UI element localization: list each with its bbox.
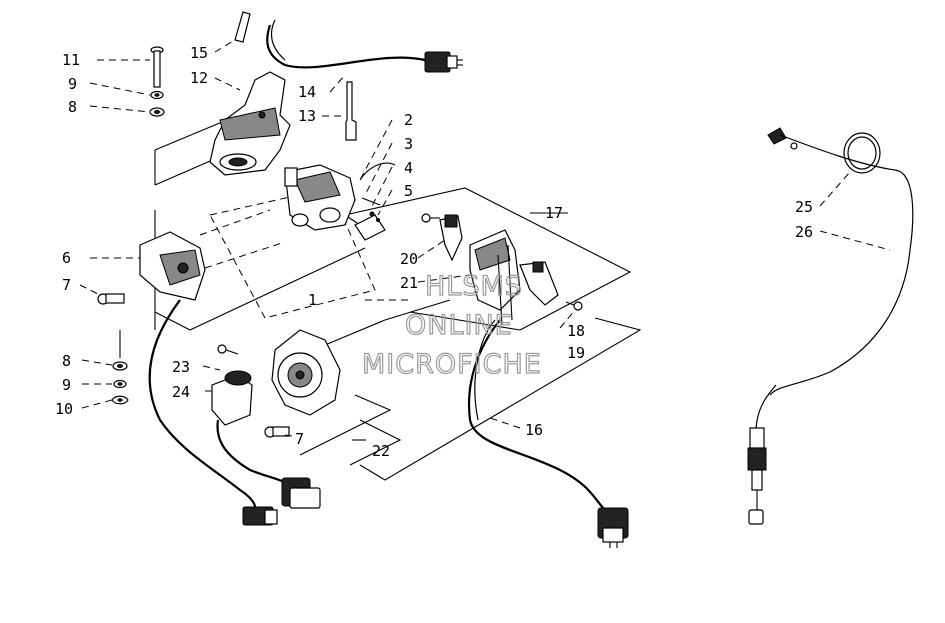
- watermark-line-3: MICROFICHE: [362, 349, 542, 380]
- callout-18: 18: [567, 322, 585, 340]
- callout-2: 2: [404, 111, 413, 129]
- callout-26: 26: [795, 223, 813, 241]
- callout-17: 17: [545, 204, 563, 222]
- washer-9-top: [150, 90, 164, 100]
- callout-23: 23: [172, 358, 190, 376]
- washer-8-top: [149, 107, 165, 117]
- bolt-7-lower: [264, 426, 290, 438]
- callout-9-top: 9: [68, 75, 77, 93]
- housing-22: [271, 329, 341, 416]
- screw-23: [217, 344, 239, 355]
- bracket-12: [209, 71, 291, 176]
- callout-6: 6: [62, 249, 71, 267]
- pin-15: [234, 11, 251, 43]
- callout-3: 3: [404, 135, 413, 153]
- bolt-11: [150, 46, 164, 88]
- callout-21: 21: [400, 274, 418, 292]
- harness-14: [266, 19, 463, 73]
- plate-5: [354, 211, 386, 241]
- callout-20: 20: [400, 250, 418, 268]
- cover-3: [359, 162, 396, 206]
- callout-5: 5: [404, 182, 413, 200]
- callout-13: 13: [298, 107, 316, 125]
- callout-11: 11: [62, 51, 80, 69]
- callout-8-top: 8: [68, 98, 77, 116]
- callout-19: 19: [567, 344, 585, 362]
- assembly-box-19: [324, 299, 642, 481]
- bolt-7-left: [97, 293, 125, 305]
- callout-1: 1: [308, 291, 317, 309]
- cable-26: [747, 127, 914, 525]
- watermark: HLSMS ONLINE MICROFICHE: [361, 270, 542, 380]
- callout-7-lower: 7: [295, 430, 304, 448]
- clip-13: [345, 81, 357, 141]
- callout-24: 24: [172, 383, 190, 401]
- callout-12: 12: [190, 69, 208, 87]
- callout-15: 15: [190, 44, 208, 62]
- callout-9-lower: 9: [62, 376, 71, 394]
- housing-17: [439, 214, 559, 326]
- watermark-line-2: ONLINE: [405, 310, 513, 341]
- leaders: [79, 39, 891, 437]
- assembly-box-22: [299, 394, 402, 466]
- callout-7-left: 7: [62, 276, 71, 294]
- callout-4: 4: [404, 159, 413, 177]
- screw-20: [421, 213, 440, 223]
- mount-6: [139, 231, 257, 516]
- connector-left: [242, 477, 321, 526]
- callout-8-lower: 8: [62, 352, 71, 370]
- callout-16: 16: [525, 421, 543, 439]
- screw-18: [565, 301, 583, 311]
- callout-14: 14: [298, 83, 316, 101]
- switch-2: [284, 164, 356, 231]
- washers-lower: [111, 330, 129, 405]
- callout-22: 22: [372, 442, 390, 460]
- callout-labels: 11 9 8 15 12 14 13 2 3 4 5 17 6 7 1 20 2…: [55, 44, 813, 460]
- harness-16: [468, 319, 629, 548]
- watermark-line-1: HLSMS: [425, 271, 523, 302]
- callout-25: 25: [795, 198, 813, 216]
- callout-10: 10: [55, 400, 73, 418]
